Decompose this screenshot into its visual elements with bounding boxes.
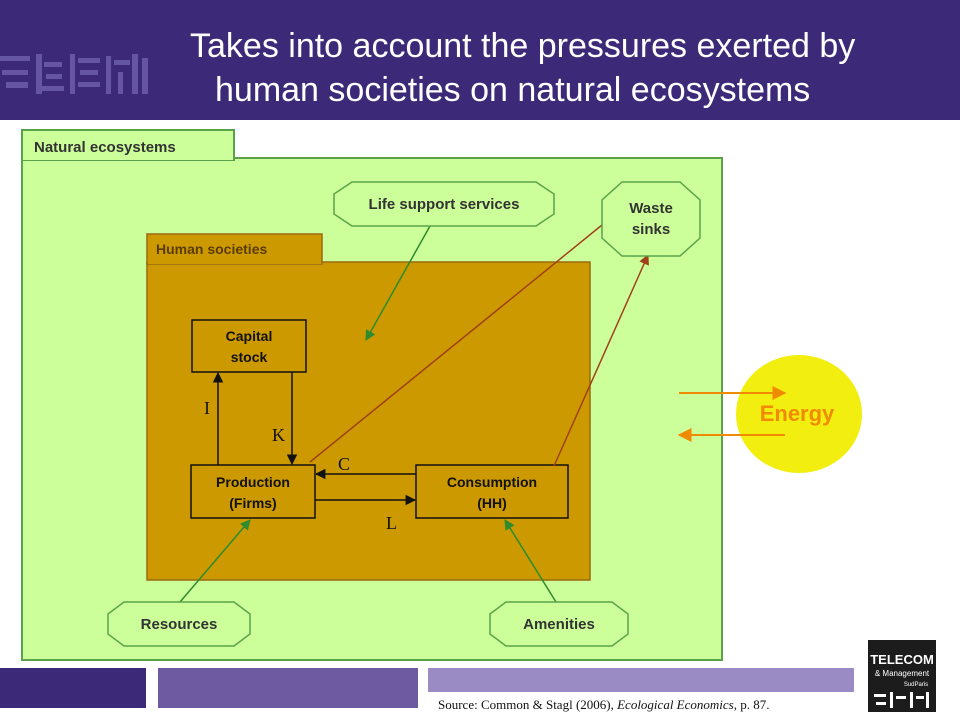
flow-i-label: I bbox=[204, 398, 210, 418]
production-to-waste-arrow bbox=[309, 211, 619, 463]
amenities-arrow bbox=[504, 519, 557, 603]
consumption-label-2: (HH) bbox=[477, 495, 507, 511]
waste-sinks-node: Waste sinks bbox=[601, 181, 701, 257]
amenities-label: Amenities bbox=[523, 616, 595, 633]
energy-label: Energy bbox=[760, 401, 835, 426]
footer-bar-mid bbox=[158, 668, 418, 708]
telecom-sudparis-logo: TELECOM & Management SudParis bbox=[868, 640, 936, 712]
flow-k-label: K bbox=[272, 425, 285, 445]
production-label-2: (Firms) bbox=[229, 495, 276, 511]
consumption-label-1: Consumption bbox=[447, 474, 537, 490]
amenities-node: Amenities bbox=[489, 601, 629, 647]
capital-stock-label-1: Capital bbox=[226, 328, 273, 344]
life-support-services-label: Life support services bbox=[369, 196, 520, 213]
telecom-logo-line-1: TELECOM bbox=[870, 652, 934, 667]
slide-title-line-1: Takes into account the pressures exerted… bbox=[190, 27, 856, 65]
capital-stock-box: Capital stock bbox=[191, 319, 307, 373]
telecom-logo-line-3: SudParis bbox=[904, 682, 928, 688]
telecom-logo-line-2: & Management bbox=[875, 669, 930, 678]
life-support-arrow bbox=[365, 225, 431, 341]
natural-ecosystems-label: Natural ecosystems bbox=[34, 139, 176, 156]
capital-stock-label-2: stock bbox=[231, 349, 268, 365]
footer-bar-dark bbox=[0, 668, 146, 708]
energy-node: Energy bbox=[736, 355, 862, 473]
life-support-services-node: Life support services bbox=[333, 181, 555, 227]
school-logo-watermark bbox=[0, 54, 148, 94]
resources-arrow bbox=[179, 519, 251, 603]
waste-sinks-label-1: Waste bbox=[629, 200, 673, 217]
human-societies-region: Human societies bbox=[146, 233, 591, 581]
flow-c-label: C bbox=[338, 454, 350, 474]
source-prefix: Source: Common & Stagl (2006), bbox=[438, 697, 618, 712]
production-box: Production (Firms) bbox=[190, 464, 316, 519]
resources-node: Resources bbox=[107, 601, 251, 647]
flow-l-label: L bbox=[386, 513, 397, 533]
resources-label: Resources bbox=[141, 616, 218, 633]
production-label-1: Production bbox=[216, 474, 290, 490]
footer-bar-light bbox=[428, 668, 854, 692]
consumption-box: Consumption (HH) bbox=[415, 464, 569, 519]
human-societies-label: Human societies bbox=[156, 241, 267, 257]
source-citation: Source: Common & Stagl (2006), Ecologica… bbox=[438, 697, 769, 713]
source-suffix: , p. 87. bbox=[733, 697, 770, 712]
waste-sinks-label-2: sinks bbox=[632, 221, 670, 238]
header-band: Takes into account the pressures exerted… bbox=[0, 0, 960, 120]
consumption-to-waste-arrow bbox=[553, 254, 649, 467]
slide-title-line-2: human societies on natural ecosystems bbox=[215, 71, 811, 109]
source-title: Ecological Economics bbox=[617, 697, 734, 712]
